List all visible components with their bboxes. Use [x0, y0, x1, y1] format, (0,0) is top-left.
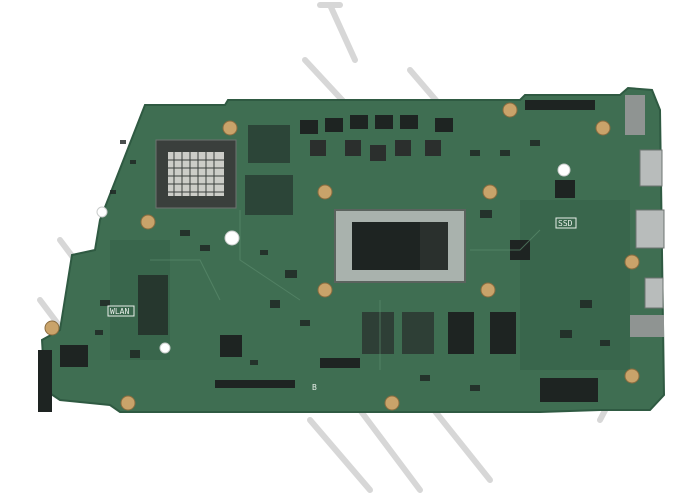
ram-chip-4 [490, 312, 516, 354]
inductor-5 [425, 140, 441, 156]
wlan-label: WLAN [110, 307, 129, 316]
inductor-4 [395, 140, 411, 156]
flex-connector-top [525, 100, 595, 110]
chip-top-1 [248, 125, 290, 163]
ram-chip-2 [402, 312, 434, 354]
switch-top [625, 95, 645, 135]
chip-left-1 [60, 345, 88, 367]
mosfet-6 [435, 118, 453, 132]
mosfet-1 [300, 120, 318, 134]
mosfet-3 [350, 115, 368, 129]
inductor-2 [345, 140, 361, 156]
ssd-label: SSD [558, 219, 573, 228]
cpu-die-small [420, 222, 448, 270]
flex-connector-mid [320, 358, 360, 368]
inductor-3 [370, 145, 386, 161]
usbc-port-2 [645, 278, 663, 308]
m2-slot-bottom [540, 378, 598, 402]
bga-chip-core [168, 152, 224, 196]
audio-jack [630, 315, 664, 337]
mosfet-4 [375, 115, 393, 129]
mosfet-5 [400, 115, 418, 129]
mosfet-2 [325, 118, 343, 132]
usb-a-port [636, 210, 664, 248]
inductor-1 [310, 140, 326, 156]
b-label: B [312, 383, 317, 392]
chip-right-2 [555, 180, 575, 198]
ram-chip-1 [362, 312, 394, 354]
m2-slot-left [38, 350, 52, 412]
pcb-shade-right [520, 200, 630, 370]
flex-connector-bottom [215, 380, 295, 388]
usbc-port-1 [640, 150, 662, 186]
chip-top-2 [245, 175, 293, 215]
ram-chip-3 [448, 312, 474, 354]
wlan-slot [138, 275, 168, 335]
chip-center-1 [220, 335, 242, 357]
